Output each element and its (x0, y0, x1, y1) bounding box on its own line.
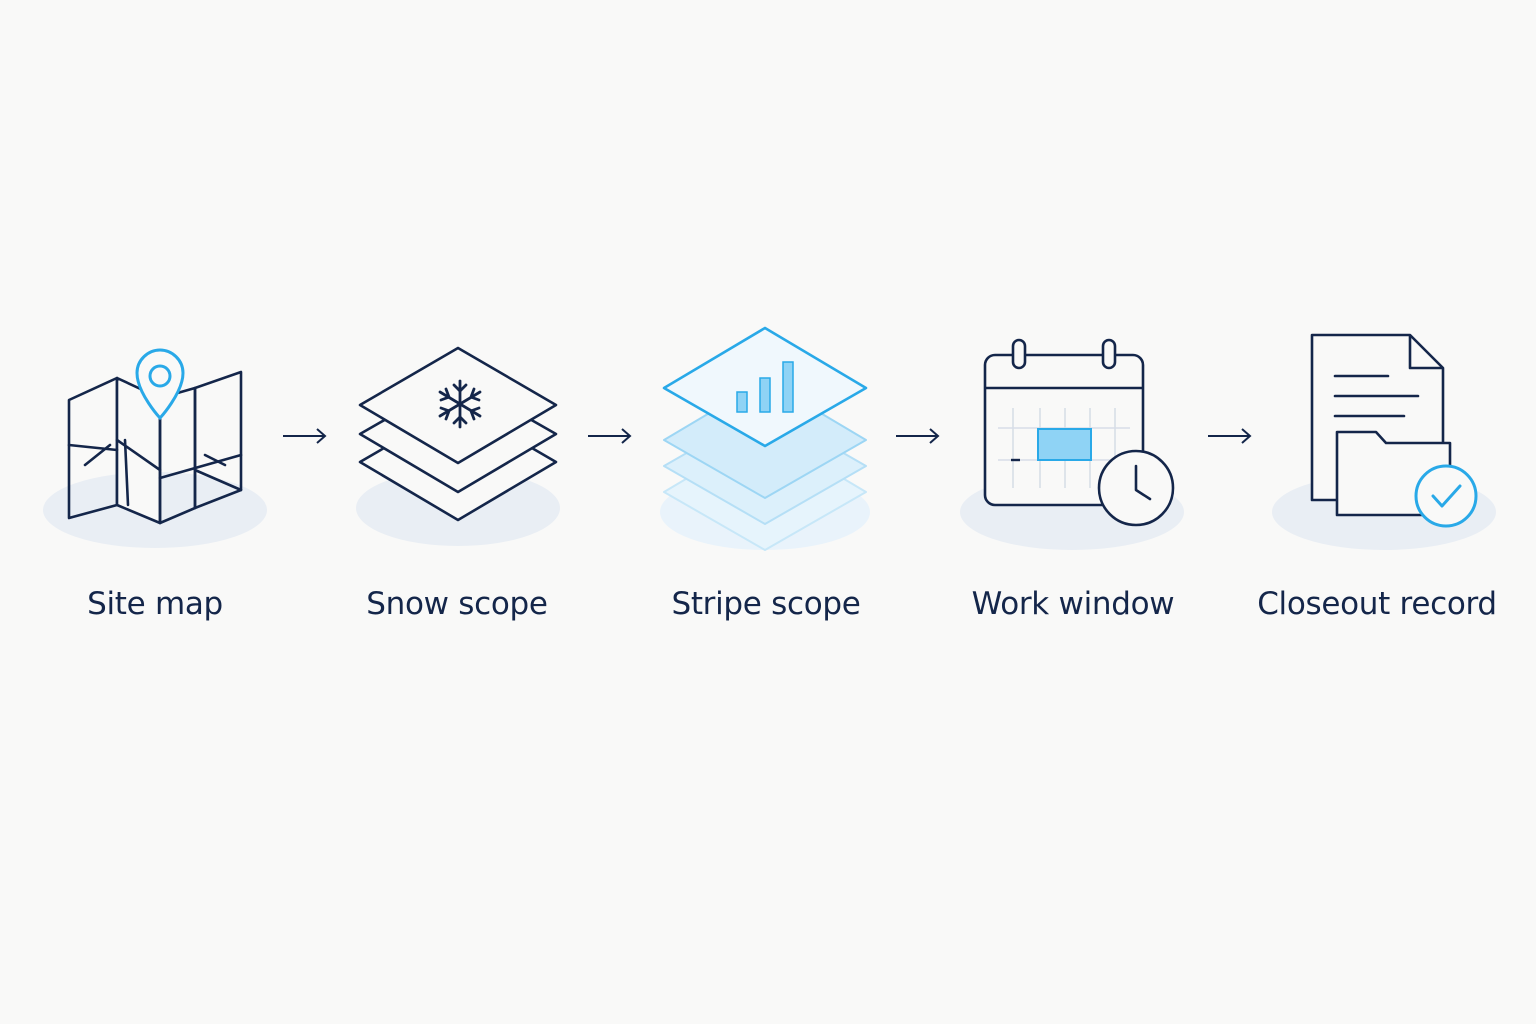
right-arrow-icon (896, 428, 940, 444)
step-label-work-window: Work window (971, 586, 1175, 622)
step-label-site-map: Site map (87, 586, 223, 622)
calendar-with-clock-icon (960, 338, 1184, 550)
stacked-layers-with-snowflake-icon (356, 346, 560, 546)
right-arrow-icon (1208, 428, 1252, 444)
step-label-stripe-scope: Stripe scope (671, 586, 861, 622)
document-with-folder-check-icon (1272, 333, 1496, 550)
right-arrow-icon (283, 428, 327, 444)
right-arrow-icon (588, 428, 632, 444)
step-label-closeout-record: Closeout record (1257, 586, 1497, 622)
stacked-layers-with-bar-chart-icon (660, 326, 870, 551)
folded-map-with-location-pin-icon (43, 348, 267, 548)
step-label-snow-scope: Snow scope (366, 586, 548, 622)
